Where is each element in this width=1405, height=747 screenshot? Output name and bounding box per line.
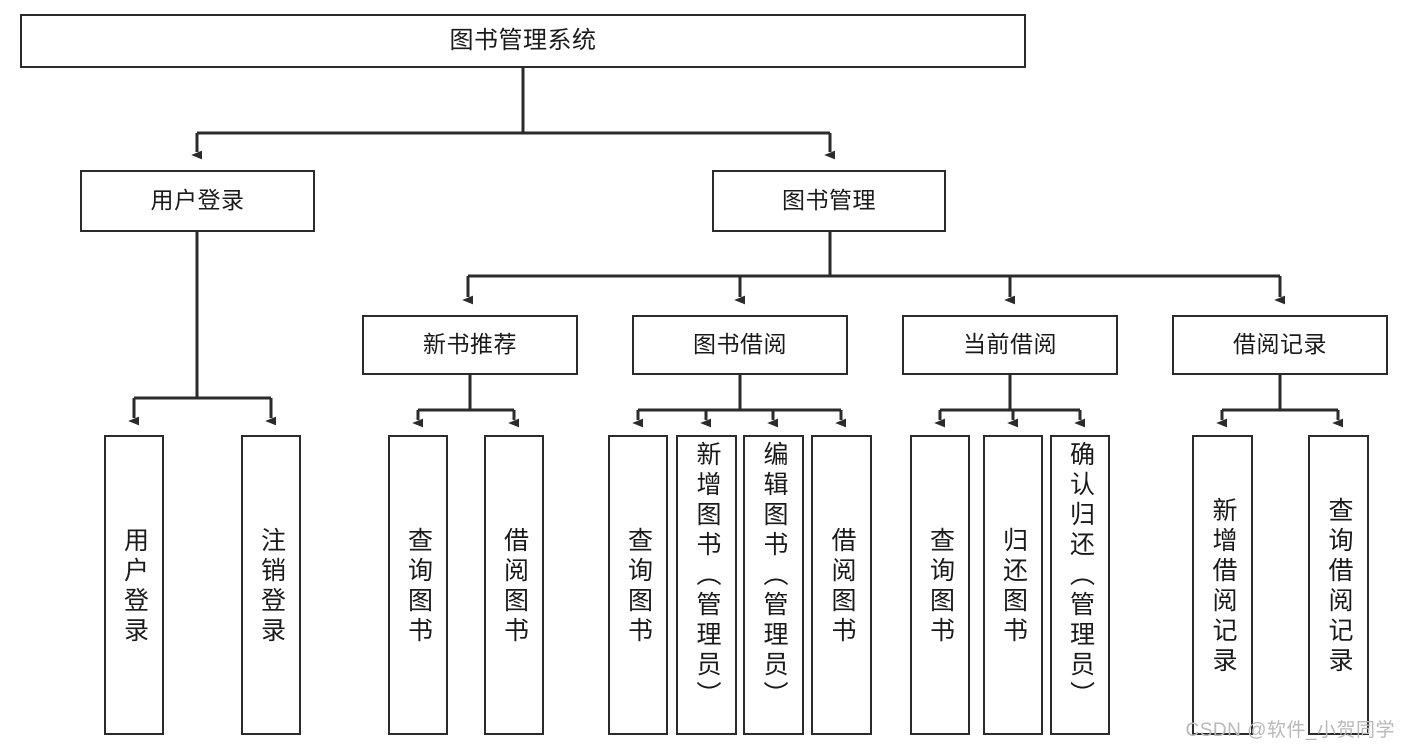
- watermark-text: CSDN @软件_小贺同学: [1185, 720, 1395, 741]
- node-label: 新书推荐: [423, 331, 517, 358]
- node-new-book-recommend[interactable]: 新书推荐: [362, 315, 578, 375]
- node-book-management[interactable]: 图书管理: [712, 170, 946, 232]
- leaf-user-login[interactable]: 用户登录: [104, 435, 164, 735]
- node-label: 确认归还（管理员）: [1066, 441, 1095, 711]
- node-label: 归还图书: [999, 527, 1028, 647]
- leaf-borrow-book-newbook[interactable]: 借阅图书: [484, 435, 544, 735]
- node-label: 借阅图书: [828, 527, 856, 647]
- node-label: 用户登录: [150, 187, 245, 214]
- leaf-query-book-current[interactable]: 查询图书: [910, 435, 970, 735]
- leaf-add-borrow-record[interactable]: 新增借阅记录: [1192, 435, 1253, 735]
- leaf-add-book-admin[interactable]: 新增图书（管理员）: [676, 435, 737, 735]
- node-label: 借阅记录: [1233, 331, 1327, 358]
- node-label: 图书管理系统: [449, 26, 597, 54]
- leaf-query-book-newbook[interactable]: 查询图书: [388, 435, 448, 735]
- node-label: 查询图书: [926, 527, 955, 647]
- node-current-borrow[interactable]: 当前借阅: [902, 315, 1118, 375]
- node-label: 用户登录: [120, 527, 149, 647]
- node-book-borrow[interactable]: 图书借阅: [632, 315, 848, 375]
- node-label: 查询图书: [624, 527, 653, 647]
- leaf-return-book[interactable]: 归还图书: [983, 435, 1043, 735]
- node-label: 编辑图书（管理员）: [760, 441, 788, 711]
- node-borrow-records[interactable]: 借阅记录: [1172, 315, 1388, 375]
- node-label: 当前借阅: [963, 331, 1057, 358]
- leaf-user-logout[interactable]: 注销登录: [241, 435, 301, 735]
- leaf-edit-book-admin[interactable]: 编辑图书（管理员）: [743, 435, 804, 735]
- node-root-system[interactable]: 图书管理系统: [20, 14, 1026, 68]
- node-label: 借阅图书: [500, 527, 529, 647]
- node-label: 查询图书: [404, 527, 433, 647]
- leaf-query-borrow-record[interactable]: 查询借阅记录: [1308, 435, 1369, 735]
- node-label: 新增图书（管理员）: [693, 441, 721, 711]
- node-label: 图书管理: [782, 187, 876, 214]
- node-user-login[interactable]: 用户登录: [80, 170, 315, 232]
- node-label: 注销登录: [257, 527, 286, 647]
- leaf-confirm-return-admin[interactable]: 确认归还（管理员）: [1050, 435, 1110, 735]
- node-label: 新增借阅记录: [1209, 497, 1237, 677]
- leaf-lend-book[interactable]: 借阅图书: [811, 435, 872, 735]
- node-label: 查询借阅记录: [1325, 497, 1353, 677]
- node-label: 图书借阅: [693, 331, 787, 358]
- leaf-query-book-borrow[interactable]: 查询图书: [608, 435, 668, 735]
